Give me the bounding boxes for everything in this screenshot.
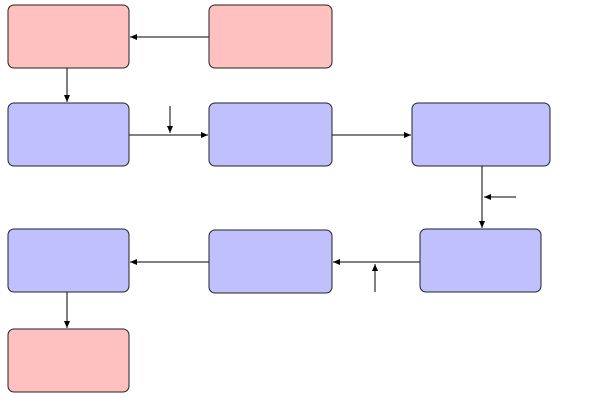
top-left-terminal-box-shape: [7, 4, 130, 69]
row3-middle-process-box: [208, 229, 333, 294]
row2-left-process-box: [7, 102, 130, 167]
row3-right-process-box: [419, 228, 542, 293]
row3-right-process-box-shape: [419, 228, 542, 293]
row2-right-process-box: [411, 102, 551, 167]
row3-left-process-box-shape: [7, 228, 130, 293]
row2-middle-process-box: [208, 102, 333, 167]
row3-left-process-box: [7, 228, 130, 293]
row2-middle-process-box-shape: [208, 102, 333, 167]
top-middle-terminal-box-shape: [208, 4, 333, 69]
row3-middle-process-box-shape: [208, 229, 333, 294]
bottom-left-terminal-box: [7, 328, 130, 393]
row2-left-process-box-shape: [7, 102, 130, 167]
row2-right-process-box-shape: [411, 102, 551, 167]
top-left-terminal-box: [7, 4, 130, 69]
bottom-left-terminal-box-shape: [7, 328, 130, 393]
top-middle-terminal-box: [208, 4, 333, 69]
